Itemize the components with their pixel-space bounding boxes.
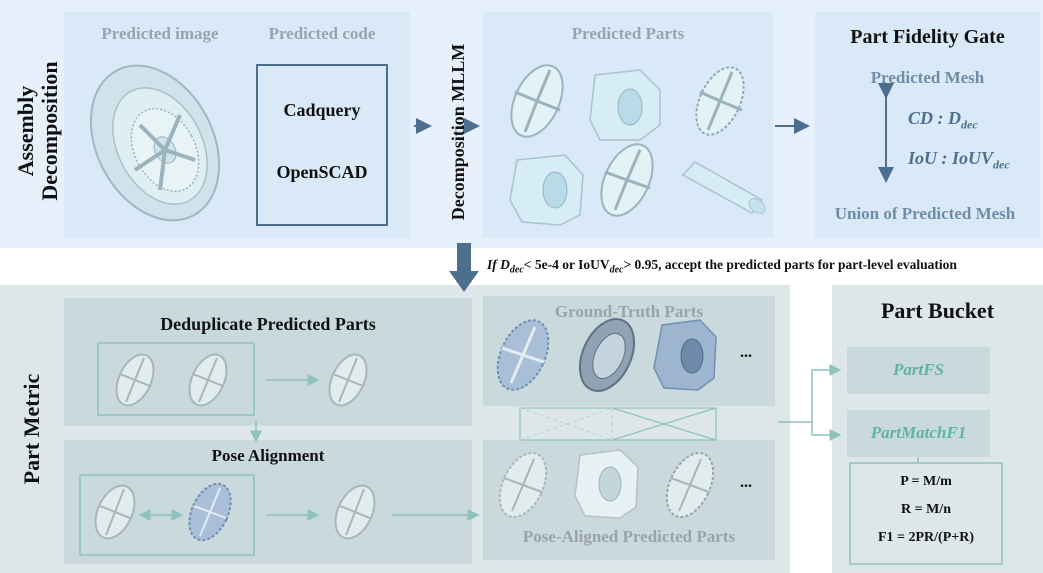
gate-predicted-mesh: Predicted Mesh	[870, 68, 985, 87]
dedup-wheel-2-icon	[188, 353, 228, 407]
aligned-hub-icon	[574, 449, 639, 519]
code-box	[256, 64, 388, 226]
gt-parts-label: Ground-Truth Parts	[554, 302, 704, 321]
partmatch-label: PartMatchF1	[870, 423, 967, 442]
dedup-wheel-1-icon	[115, 353, 155, 407]
code-lang-cadquery: Cadquery	[283, 100, 361, 120]
aligned-wheel-icon	[498, 452, 548, 518]
formula-r: R = M/n	[901, 502, 951, 517]
aligned-ellipsis: ...	[740, 474, 752, 491]
gate-cd-metric: CD : Ddec	[908, 108, 978, 133]
mllm-label: Decomposition MLLM	[448, 43, 468, 221]
part-fidelity-gate-panel	[815, 12, 1040, 238]
gt-ellipsis: ...	[740, 344, 752, 361]
cond-sub1: dec	[509, 264, 524, 276]
section-label-line1: Assembly	[13, 85, 38, 177]
predicted-hub2-icon	[509, 154, 584, 226]
gt-rim-icon	[496, 319, 550, 391]
pose-gt-wheel-icon	[188, 482, 232, 542]
predicted-axle-icon	[681, 161, 766, 214]
dedup-result-wheel-icon	[328, 353, 368, 407]
gt-tire-icon	[578, 318, 636, 392]
pose-aligned-label: Pose-Aligned Predicted Parts	[522, 527, 736, 546]
tire-icon	[89, 64, 221, 222]
section-label-part-metric: Part Metric	[19, 373, 44, 485]
predicted-code-label: Predicted code	[268, 24, 376, 43]
predicted-hub-icon	[589, 69, 661, 141]
cond-suffix: > 0.95, accept the predicted parts for p…	[623, 257, 957, 272]
predicted-wheel2-icon	[600, 143, 654, 217]
formula-p: P = M/m	[900, 474, 952, 489]
gate-cd-sub: dec	[961, 117, 978, 132]
predicted-rim-icon	[695, 66, 745, 136]
partfs-label: PartFS	[892, 360, 945, 379]
gate-iou-text: IoU : IoUV	[908, 148, 994, 168]
section-label-assembly: Assembly Decomposition	[13, 41, 62, 221]
gate-cd-text: CD : D	[908, 108, 961, 128]
cond-prefix: If D	[487, 257, 510, 272]
pose-result-wheel-icon	[334, 484, 376, 540]
predicted-wheel-icon	[510, 64, 564, 138]
predicted-image-label: Predicted image	[101, 24, 219, 43]
pose-title: Pose Alignment	[211, 446, 325, 465]
part-bucket-title: Part Bucket	[880, 298, 995, 323]
formula-f1: F1 = 2PR/(P+R)	[877, 530, 975, 545]
gate-iou-metric: IoU : IoUVdec	[908, 148, 1010, 173]
aligned-rim-icon	[665, 452, 715, 518]
gate-iou-sub: dec	[993, 157, 1010, 172]
gt-hub-icon	[653, 319, 717, 391]
section-label-line2: Decomposition	[37, 61, 62, 201]
gate-union-mesh: Union of Predicted Mesh	[834, 204, 1016, 223]
code-lang-openscad: OpenSCAD	[276, 162, 368, 182]
cond-mid: < 5e-4 or IoUV	[523, 257, 610, 272]
gate-title: Part Fidelity Gate	[850, 26, 1005, 48]
acceptance-condition: If Ddec< 5e-4 or IoUVdec> 0.95, accept t…	[487, 257, 957, 276]
cond-sub2: dec	[609, 264, 624, 276]
dedup-title: Deduplicate Predicted Parts	[160, 314, 376, 334]
predicted-parts-label: Predicted Parts	[571, 24, 685, 43]
pose-wheel-icon	[94, 484, 136, 540]
